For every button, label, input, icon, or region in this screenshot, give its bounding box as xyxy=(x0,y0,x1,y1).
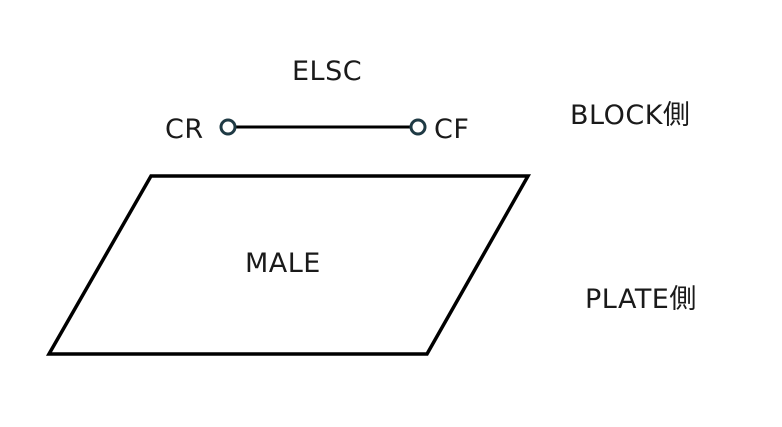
block-side-label: BLOCK側 xyxy=(570,100,691,131)
male-label: MALE xyxy=(245,248,321,279)
plate-side-label: PLATE側 xyxy=(585,284,697,315)
cf-label: CF xyxy=(434,114,470,145)
elsc-label: ELSC xyxy=(292,56,363,87)
cf-terminal xyxy=(409,118,427,136)
cr-terminal xyxy=(219,118,237,136)
cr-label: CR xyxy=(165,114,204,145)
male-parallelogram xyxy=(45,174,532,356)
